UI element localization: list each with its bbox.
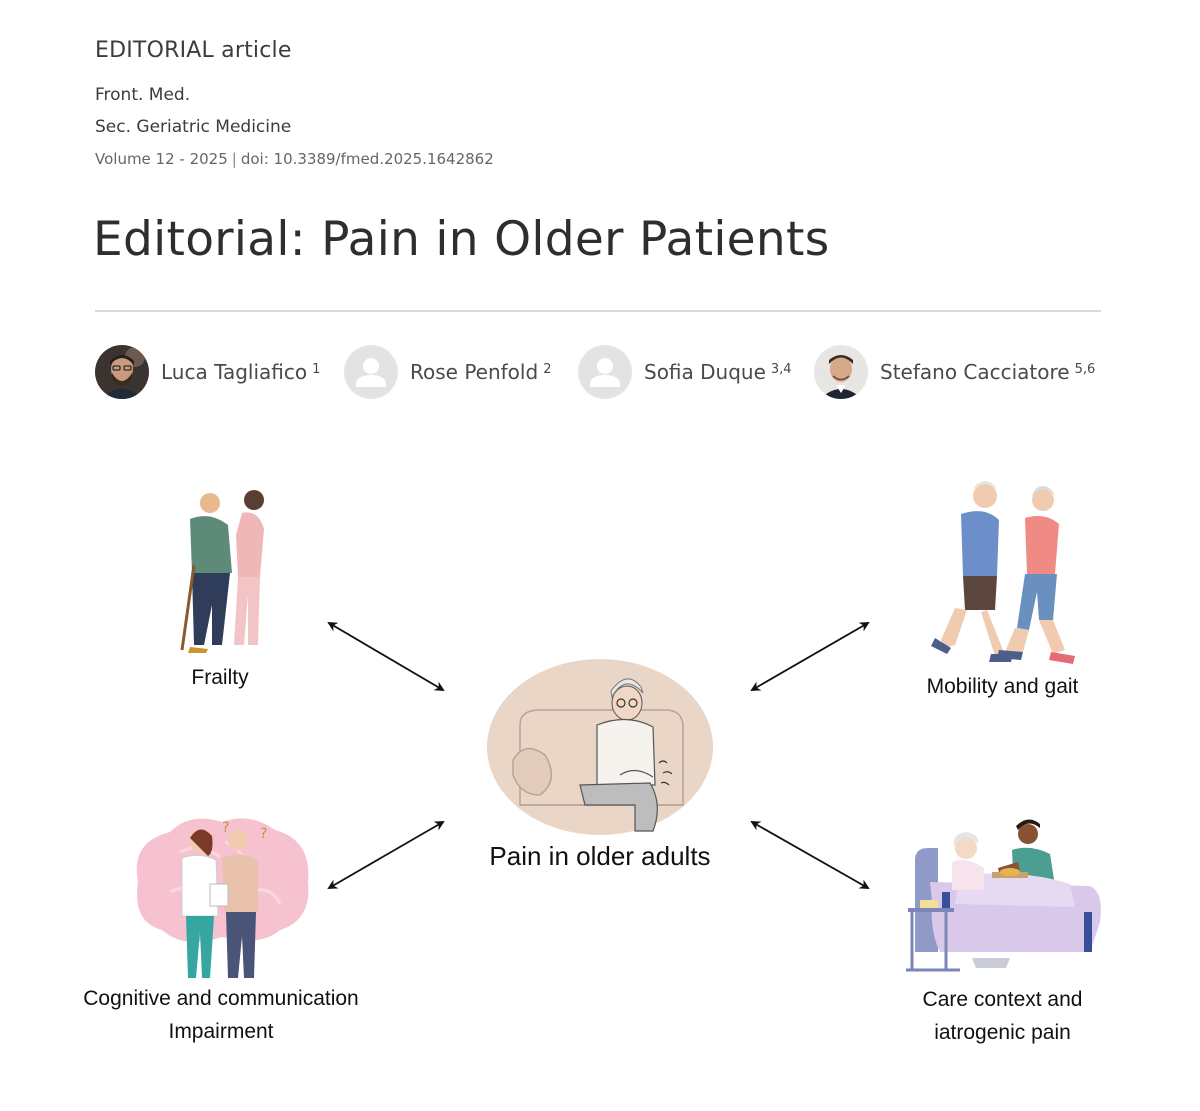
node-label-frailty: Frailty bbox=[191, 666, 249, 689]
node-label-care-context: Care context and iatrogenic pain bbox=[922, 988, 1083, 1044]
user-placeholder-icon bbox=[344, 345, 398, 399]
affiliation-number: 5,6 bbox=[1074, 362, 1096, 377]
arrow-frailty bbox=[327, 621, 445, 692]
journal-section[interactable]: Sec. Geriatric Medicine bbox=[95, 117, 292, 137]
arrow-cognitive bbox=[327, 820, 445, 890]
user-placeholder-icon bbox=[578, 345, 632, 399]
page-title: Editorial: Pain in Older Patients bbox=[93, 212, 830, 267]
svg-text:?: ? bbox=[260, 826, 267, 842]
arrow-care bbox=[750, 821, 870, 889]
frail-elderly-walking-with-cane-icon bbox=[180, 490, 264, 653]
center-label: Pain in older adults bbox=[489, 841, 711, 871]
affiliation-number: 1 bbox=[312, 362, 321, 377]
arrow-mobility bbox=[750, 621, 870, 692]
node-label-mobility: Mobility and gait bbox=[926, 675, 1079, 698]
separator: | bbox=[231, 150, 237, 168]
author-photo-avatar bbox=[814, 345, 868, 399]
journal-name[interactable]: Front. Med. bbox=[95, 85, 191, 105]
author-photo-avatar bbox=[95, 345, 149, 399]
elderly-couple-jogging-icon bbox=[931, 481, 1075, 664]
volume-doi-line: Volume 12 - 2025|doi: 10.3389/fmed.2025.… bbox=[95, 150, 494, 168]
node-label-cognitive: Cognitive and communication Impairment bbox=[83, 987, 359, 1043]
affiliation-number: 3,4 bbox=[770, 362, 792, 377]
volume-label: Volume 12 - 2025 bbox=[95, 150, 228, 168]
brain-doctor-patient-icon: ? ? bbox=[136, 818, 309, 978]
doi-link[interactable]: doi: 10.3389/fmed.2025.1642862 bbox=[240, 150, 494, 168]
divider bbox=[95, 310, 1101, 312]
elderly-man-knee-pain-icon bbox=[487, 659, 713, 835]
nurse-feeding-patient-in-bed-icon bbox=[906, 819, 1101, 972]
affiliation-number: 2 bbox=[543, 362, 552, 377]
article-type: EDITORIAL article bbox=[95, 38, 292, 63]
svg-text:?: ? bbox=[222, 820, 229, 836]
